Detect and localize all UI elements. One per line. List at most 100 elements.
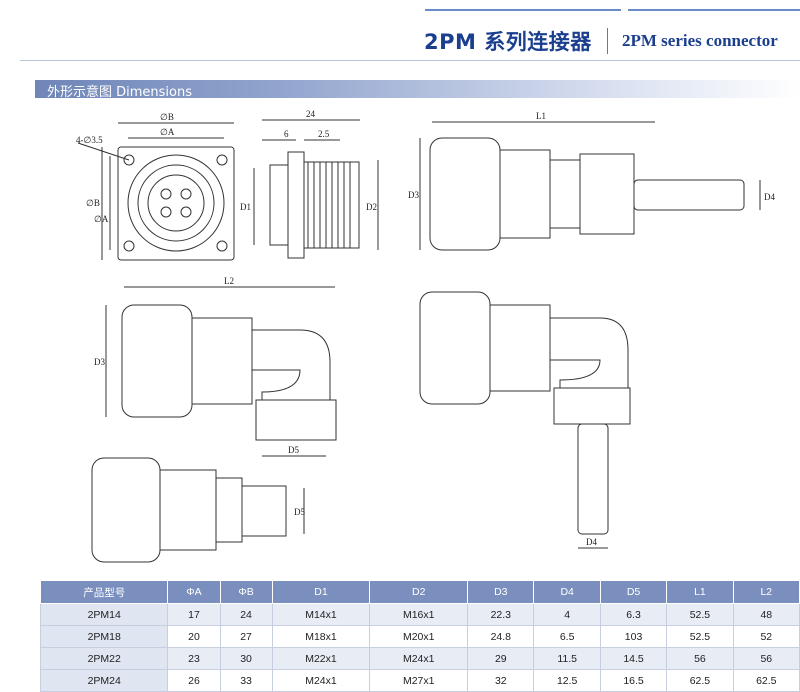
- hole-leader: [77, 142, 130, 161]
- elbow-clamp: [255, 399, 337, 441]
- title-separator: [607, 28, 608, 54]
- elbow-body: [191, 317, 253, 405]
- pin-1: [160, 188, 172, 200]
- cell: 56: [732, 647, 800, 670]
- section-bar: 外形示意图 Dimensions: [35, 80, 800, 100]
- cell-model: 2PM22: [39, 647, 169, 670]
- cell: 27: [219, 625, 273, 648]
- label-25: 2.5: [318, 129, 330, 139]
- col-phi-a: ΦA: [167, 580, 221, 604]
- cell: 23: [167, 647, 221, 670]
- page-header: 2PM 系列连接器 2PM series connector: [0, 0, 800, 62]
- col-l2: L2: [732, 580, 800, 604]
- label-d1: D1: [240, 202, 251, 212]
- col-phi-b: ΦB: [219, 580, 273, 604]
- plug-collar: [549, 159, 581, 229]
- label-24: 24: [306, 109, 316, 119]
- cell: 16.5: [599, 669, 668, 692]
- cell: 56: [666, 647, 734, 670]
- cell: M20x1: [369, 625, 469, 648]
- plug-body: [499, 149, 551, 239]
- cell: M14x1: [271, 603, 371, 626]
- cell: 48: [732, 603, 800, 626]
- short-plug-drawing: [91, 457, 305, 563]
- label-6: 6: [284, 129, 289, 139]
- spec-table: 产品型号 ΦA ΦB D1 D2 D3 D4 D5 L1 L2 2PM14 17…: [39, 580, 800, 692]
- col-model: 产品型号: [39, 580, 169, 604]
- cell: 4: [533, 603, 601, 626]
- cell-model: 2PM24: [39, 669, 169, 692]
- cell: 62.5: [666, 669, 734, 692]
- label-d5-bottom: D5: [294, 507, 305, 517]
- mount-hole-bl: [123, 240, 135, 252]
- short-end: [241, 485, 287, 537]
- cell: M16x1: [369, 603, 469, 626]
- clamp-housing: [579, 153, 635, 235]
- mount-hole-br: [216, 240, 228, 252]
- short-body: [159, 469, 217, 551]
- body-circle: [137, 164, 215, 242]
- col-d1: D1: [271, 580, 371, 604]
- elbow2-bend: [549, 317, 629, 389]
- cell: 20: [167, 625, 221, 648]
- cell: 52: [732, 625, 800, 648]
- cell: 17: [167, 603, 221, 626]
- page-title-cn: 2PM 系列连接器: [424, 30, 592, 54]
- label-phia-side: ∅A: [94, 214, 109, 224]
- cell: 52.5: [666, 625, 734, 648]
- label-l1: L1: [536, 111, 546, 121]
- short-nut: [91, 457, 161, 563]
- outer-circle: [127, 154, 225, 252]
- dimension-drawings: 4-∅3.5 ∅B ∅A ∅B ∅A 24 6 2.5 D1 D2 L1 D3 …: [76, 109, 775, 563]
- col-d4: D4: [533, 580, 601, 604]
- cell: 6.5: [533, 625, 601, 648]
- flange-outline: [117, 146, 235, 261]
- header-rule-right: [628, 9, 800, 11]
- label-d4-bottom: D4: [586, 537, 597, 547]
- cell: M24x1: [369, 647, 469, 670]
- elbow2-body: [489, 304, 551, 392]
- elbow-nut: [121, 304, 193, 418]
- cell: 32: [467, 669, 535, 692]
- table-row: 2PM18 20 27 M18x1 M20x1 24.8 6.5 103 52.…: [39, 625, 800, 648]
- straight-plug-drawing: [419, 121, 761, 251]
- cell: M18x1: [271, 625, 371, 648]
- col-d5: D5: [599, 580, 668, 604]
- col-d2: D2: [369, 580, 469, 604]
- label-d2: D2: [366, 202, 377, 212]
- label-hole: 4-∅3.5: [76, 135, 103, 145]
- cell: 26: [167, 669, 221, 692]
- label-d5-mid: D5: [288, 445, 299, 455]
- cell: 52.5: [666, 603, 734, 626]
- short-collar: [215, 477, 243, 543]
- elbow2-nut: [419, 291, 491, 405]
- page-title-en: 2PM series connector: [622, 31, 778, 50]
- label-phia-top: ∅A: [160, 127, 175, 137]
- cell: 22.3: [467, 603, 535, 626]
- pin-3: [160, 206, 172, 218]
- cell: M24x1: [271, 669, 371, 692]
- table-row: 2PM14 17 24 M14x1 M16x1 22.3 4 6.3 52.5 …: [39, 603, 800, 626]
- elbow-bend: [251, 329, 331, 401]
- table-row: 2PM24 26 33 M24x1 M27x1 32 12.5 16.5 62.…: [39, 669, 800, 692]
- flange-plate: [287, 151, 305, 259]
- cell: 33: [219, 669, 273, 692]
- label-d3-top: D3: [408, 190, 419, 200]
- pin-2: [180, 188, 192, 200]
- cell: 12.5: [533, 669, 601, 692]
- cell: 14.5: [599, 647, 668, 670]
- insert-circle: [147, 174, 205, 232]
- side-view-drawing: [253, 119, 379, 259]
- cable: [633, 179, 745, 211]
- cell-model: 2PM14: [39, 603, 169, 626]
- cell: 24: [219, 603, 273, 626]
- table-row: 2PM22 23 30 M22x1 M24x1 29 11.5 14.5 56 …: [39, 647, 800, 670]
- cell: 11.5: [533, 647, 601, 670]
- cell: 103: [599, 625, 668, 648]
- pin-4: [180, 206, 192, 218]
- section-title: 外形示意图 Dimensions: [47, 85, 193, 100]
- label-phib-side: ∅B: [86, 198, 100, 208]
- cell: 30: [219, 647, 273, 670]
- col-l1: L1: [666, 580, 734, 604]
- cell: 6.3: [599, 603, 668, 626]
